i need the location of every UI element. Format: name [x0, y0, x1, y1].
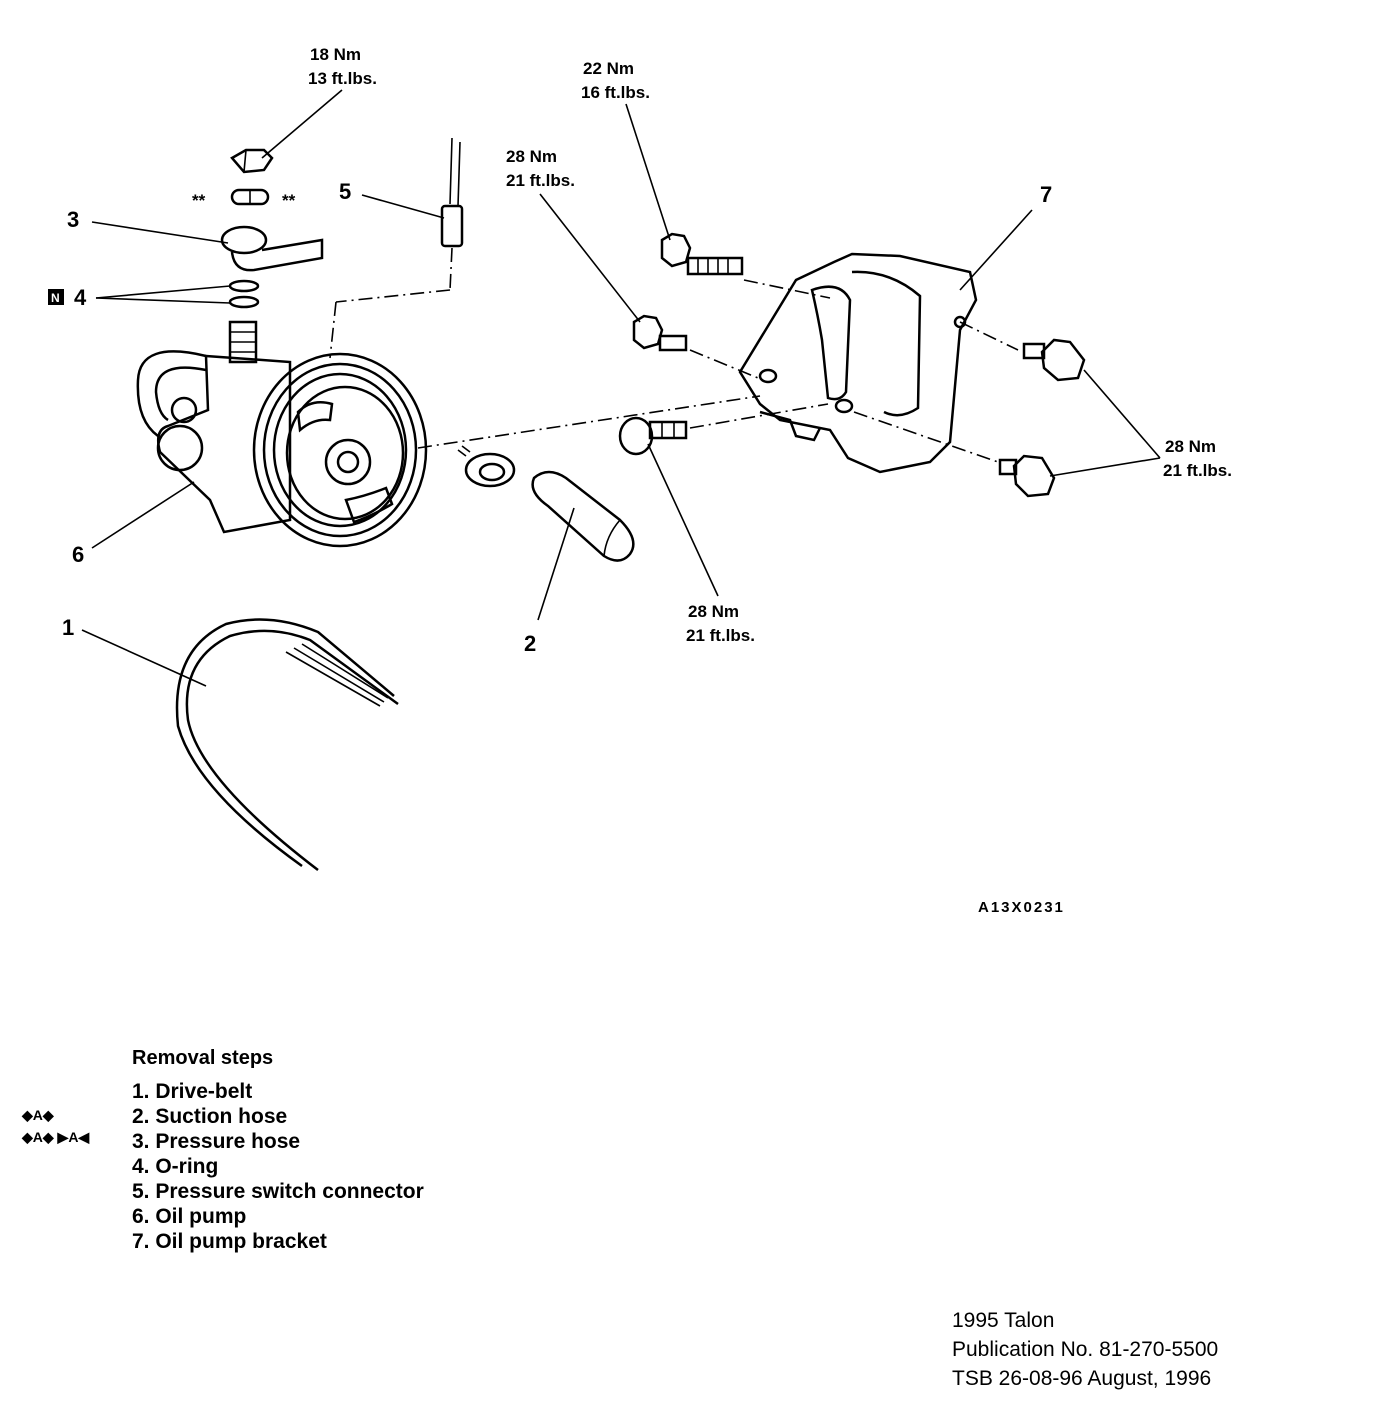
- publication-number: Publication No. 81-270-5500: [952, 1338, 1219, 1361]
- publication-model: 1995 Talon: [952, 1309, 1055, 1332]
- figure-id: A13X0231: [978, 899, 1065, 916]
- mark-row-1: ◆A◆: [22, 1107, 54, 1123]
- oil-pump-bracket: [738, 252, 978, 474]
- o-ring-lower: [228, 295, 260, 309]
- bolt-low-torque-ft: 21 ft.lbs.: [686, 626, 755, 645]
- bolt-right-lower: [998, 454, 1056, 498]
- o-ring-upper: [228, 279, 260, 293]
- callout-1: 1: [62, 615, 74, 640]
- bolt-right-upper: [1022, 338, 1086, 382]
- step-item: 7. Oil pump bracket: [132, 1230, 327, 1253]
- step-item: 2. Suction hose: [132, 1105, 288, 1128]
- step-item: 5. Pressure switch connector: [132, 1180, 424, 1203]
- suction-hose: [531, 470, 635, 562]
- removal-steps-list: 1. Drive-belt 2. Suction hose 3. Pressur…: [132, 1079, 424, 1254]
- callout-2: 2: [524, 631, 536, 656]
- hose-clamp: [457, 445, 516, 488]
- callout-7: 7: [1040, 182, 1052, 207]
- drive-belt: [175, 618, 399, 871]
- bolt-top-torque-nm: 22 Nm: [583, 59, 634, 78]
- publication-info: 1995 Talon Publication No. 81-270-5500 T…: [952, 1306, 1218, 1393]
- step-item: 6. Oil pump: [132, 1205, 247, 1228]
- callout-5: 5: [339, 179, 351, 204]
- alignment-lines: [329, 247, 1019, 463]
- step-item: 3. Pressure hose: [132, 1130, 301, 1153]
- pressure-hose: [220, 225, 324, 272]
- n-mark-letter: N: [51, 291, 60, 305]
- bolt-right-torque-ft: 21 ft.lbs.: [1163, 461, 1232, 480]
- removal-steps-title: Removal steps: [132, 1047, 274, 1069]
- bolt-top-torque-ft: 16 ft.lbs.: [581, 83, 650, 102]
- callout-3: 3: [67, 207, 79, 232]
- removal-steps: Removal steps 1. Drive-belt 2. Suction h…: [132, 1046, 424, 1254]
- nut-torque-nm: 18 Nm: [310, 45, 361, 64]
- bolt-mid-torque-nm: 28 Nm: [506, 147, 557, 166]
- bolt-mid: [632, 314, 688, 352]
- oil-pump: [136, 320, 428, 548]
- pressure-switch-connector: [440, 137, 464, 248]
- n-mark-box: [48, 289, 64, 305]
- leader-lines: [81, 89, 1161, 687]
- mark-row-2: ◆A◆ ▶A◀: [22, 1126, 89, 1148]
- mark-row-2a: ◆A◆: [22, 1129, 54, 1145]
- bolt-right-torque-nm: 28 Nm: [1165, 437, 1216, 456]
- washer: [230, 188, 270, 206]
- stars-right: **: [282, 191, 296, 210]
- callout-4: 4: [74, 285, 87, 310]
- bolt-low-torque-nm: 28 Nm: [688, 602, 739, 621]
- stars-left: **: [192, 191, 206, 210]
- mark-row-2b: ▶A◀: [57, 1129, 90, 1145]
- bolt-top: [660, 232, 744, 276]
- step-item: 4. O-ring: [132, 1155, 219, 1178]
- bolt-low: [618, 416, 688, 456]
- bolt-mid-torque-ft: 21 ft.lbs.: [506, 171, 575, 190]
- nut-torque-ft: 13 ft.lbs.: [308, 69, 377, 88]
- callout-6: 6: [72, 542, 84, 567]
- publication-tsb: TSB 26-08-96 August, 1996: [952, 1367, 1212, 1390]
- service-marks: ◆A◆ ◆A◆ ▶A◀: [22, 1104, 89, 1148]
- flare-nut: [230, 148, 274, 174]
- step-item: 1. Drive-belt: [132, 1080, 253, 1103]
